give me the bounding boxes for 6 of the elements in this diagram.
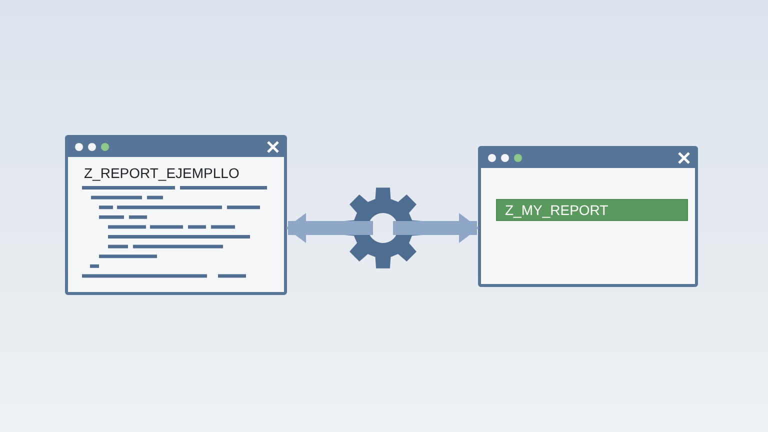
double-arrow-half — [393, 213, 479, 243]
window-panel — [65, 135, 287, 295]
highlighted-report-name: Z_MY_REPORT — [496, 199, 688, 221]
window-panel — [478, 146, 698, 287]
report-name: Z_REPORT_EJEMPLLO — [84, 165, 240, 181]
double-arrow-half — [286, 213, 373, 243]
